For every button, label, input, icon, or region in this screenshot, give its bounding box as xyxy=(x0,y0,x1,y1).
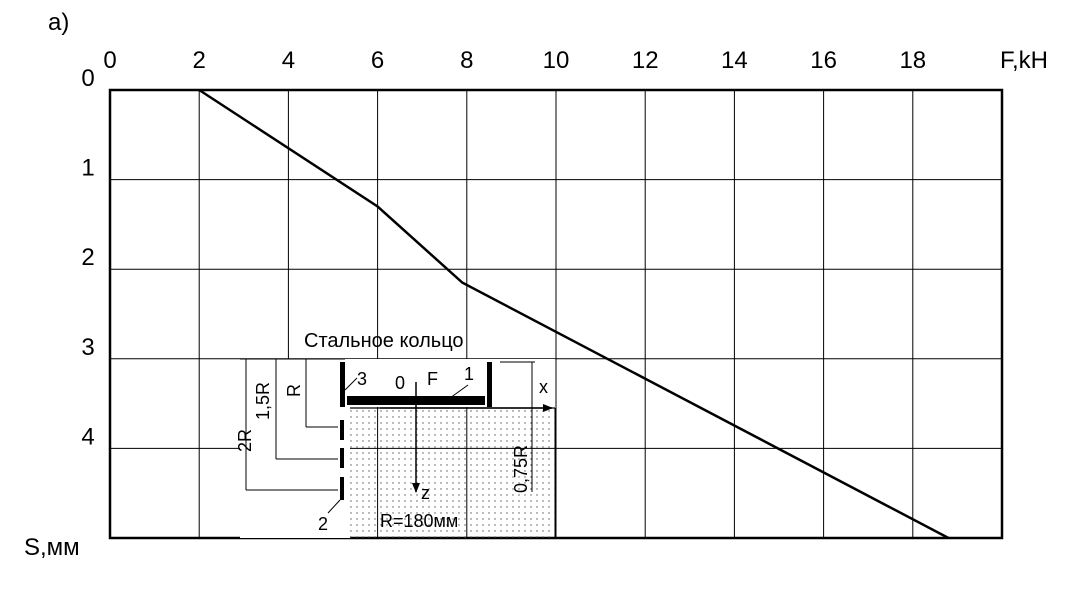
soil-fill xyxy=(345,408,555,538)
x-tick-label: 2 xyxy=(193,47,206,74)
radius-label: R=180мм xyxy=(380,511,458,531)
y-tick-labels: 0 1 2 3 4 xyxy=(81,65,94,450)
x-tick-label: 18 xyxy=(899,47,926,74)
mark-f: F xyxy=(427,369,438,389)
x-tick-label: 10 xyxy=(543,47,570,74)
steel-ring-left-wall xyxy=(340,362,345,407)
figure-label: а) xyxy=(48,9,69,36)
y-tick-label: 1 xyxy=(81,155,94,182)
inset-schematic: Стальное кольцо 2R 1,5R R 0,75R 3 0 F 1 … xyxy=(235,330,556,538)
leader-3 xyxy=(344,377,358,391)
x-tick-labels: 0 2 4 6 8 10 12 14 16 18 xyxy=(103,47,926,74)
axis-z-label: z xyxy=(421,483,430,503)
x-tick-label: 12 xyxy=(632,47,659,74)
y-tick-label: 3 xyxy=(81,334,94,361)
dim-075r-label: 0,75R xyxy=(511,445,531,493)
x-tick-label: 16 xyxy=(810,47,837,74)
leader-1 xyxy=(449,384,469,399)
y-axis-label: S,мм xyxy=(24,534,80,561)
mark-0: 0 xyxy=(395,373,405,393)
y-tick-label: 4 xyxy=(81,423,94,450)
x-tick-label: 8 xyxy=(460,47,473,74)
plot-frame xyxy=(108,88,1004,540)
dim-2r-label: 2R xyxy=(235,429,255,452)
y-tick-label: 0 xyxy=(81,65,94,92)
series-line xyxy=(198,88,950,540)
mark-3: 3 xyxy=(357,369,367,389)
x-tick-label: 14 xyxy=(721,47,748,74)
leader-2 xyxy=(327,499,341,514)
mark-1: 1 xyxy=(464,364,474,384)
x-axis-label: F,kH xyxy=(1000,47,1048,74)
axis-x-label: x xyxy=(539,377,548,397)
dim-r-label: R xyxy=(284,384,304,397)
x-tick-label: 6 xyxy=(371,47,384,74)
steel-ring-right-wall xyxy=(487,362,492,407)
inset-title: Стальное кольцо xyxy=(304,330,464,352)
x-tick-label: 0 xyxy=(103,47,116,74)
dim-15r-label: 1,5R xyxy=(253,382,273,420)
mark-2: 2 xyxy=(318,514,328,534)
y-tick-label: 2 xyxy=(81,244,94,271)
x-tick-label: 4 xyxy=(282,47,295,74)
